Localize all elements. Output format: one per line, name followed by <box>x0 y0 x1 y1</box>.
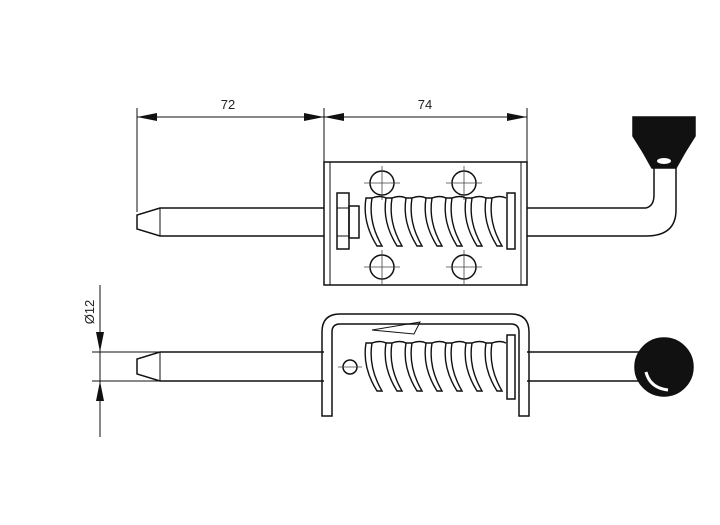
spring-coil-back <box>471 340 487 344</box>
spring-coil <box>424 342 444 392</box>
end-plate-side <box>506 334 516 400</box>
spring-coil <box>444 342 464 392</box>
pin-side <box>136 351 640 382</box>
spring-coil-back <box>371 195 387 199</box>
spring-coil <box>484 197 504 247</box>
ball-knob <box>634 337 694 397</box>
housing-top <box>323 161 528 286</box>
spring-coil <box>464 342 484 392</box>
collar-top <box>336 192 516 250</box>
spring-coil <box>484 342 504 392</box>
knob-top <box>632 116 696 169</box>
spring-coil <box>404 342 424 392</box>
spring-coil <box>364 342 384 392</box>
spring-top <box>364 195 507 247</box>
dimension-diameter: Ø12 <box>82 285 160 437</box>
spring-coil-back <box>391 195 407 199</box>
spring-coil-back <box>451 195 467 199</box>
spring-coil-back <box>371 340 387 344</box>
dimension-pin-length: 72 <box>221 97 235 112</box>
spring-coil <box>364 197 384 247</box>
spring-coil <box>424 197 444 247</box>
spring-coil-back <box>411 340 427 344</box>
dimension-top: 72 74 <box>136 97 528 212</box>
spring-coil-back <box>491 340 507 344</box>
spring-coil-back <box>431 340 447 344</box>
spring-coil <box>404 197 424 247</box>
spring-coil <box>384 197 404 247</box>
spring-coil-back <box>391 340 407 344</box>
spring-coil <box>444 197 464 247</box>
spring-coil-back <box>451 340 467 344</box>
spring-coil <box>464 197 484 247</box>
top-view: 72 74 <box>136 97 696 286</box>
mounting-holes <box>364 166 482 284</box>
side-view: Ø12 <box>82 285 694 437</box>
pin-top <box>136 207 646 237</box>
spring-side <box>364 340 507 392</box>
spring-coil-back <box>411 195 427 199</box>
spring-coil-back <box>471 195 487 199</box>
dimension-pin-diameter: Ø12 <box>82 300 97 325</box>
dimension-housing-length: 74 <box>418 97 432 112</box>
bracket-side <box>321 313 530 417</box>
handle-top <box>645 165 677 237</box>
spring-coil <box>384 342 404 392</box>
spring-coil-back <box>431 195 447 199</box>
spring-coil-back <box>491 195 507 199</box>
